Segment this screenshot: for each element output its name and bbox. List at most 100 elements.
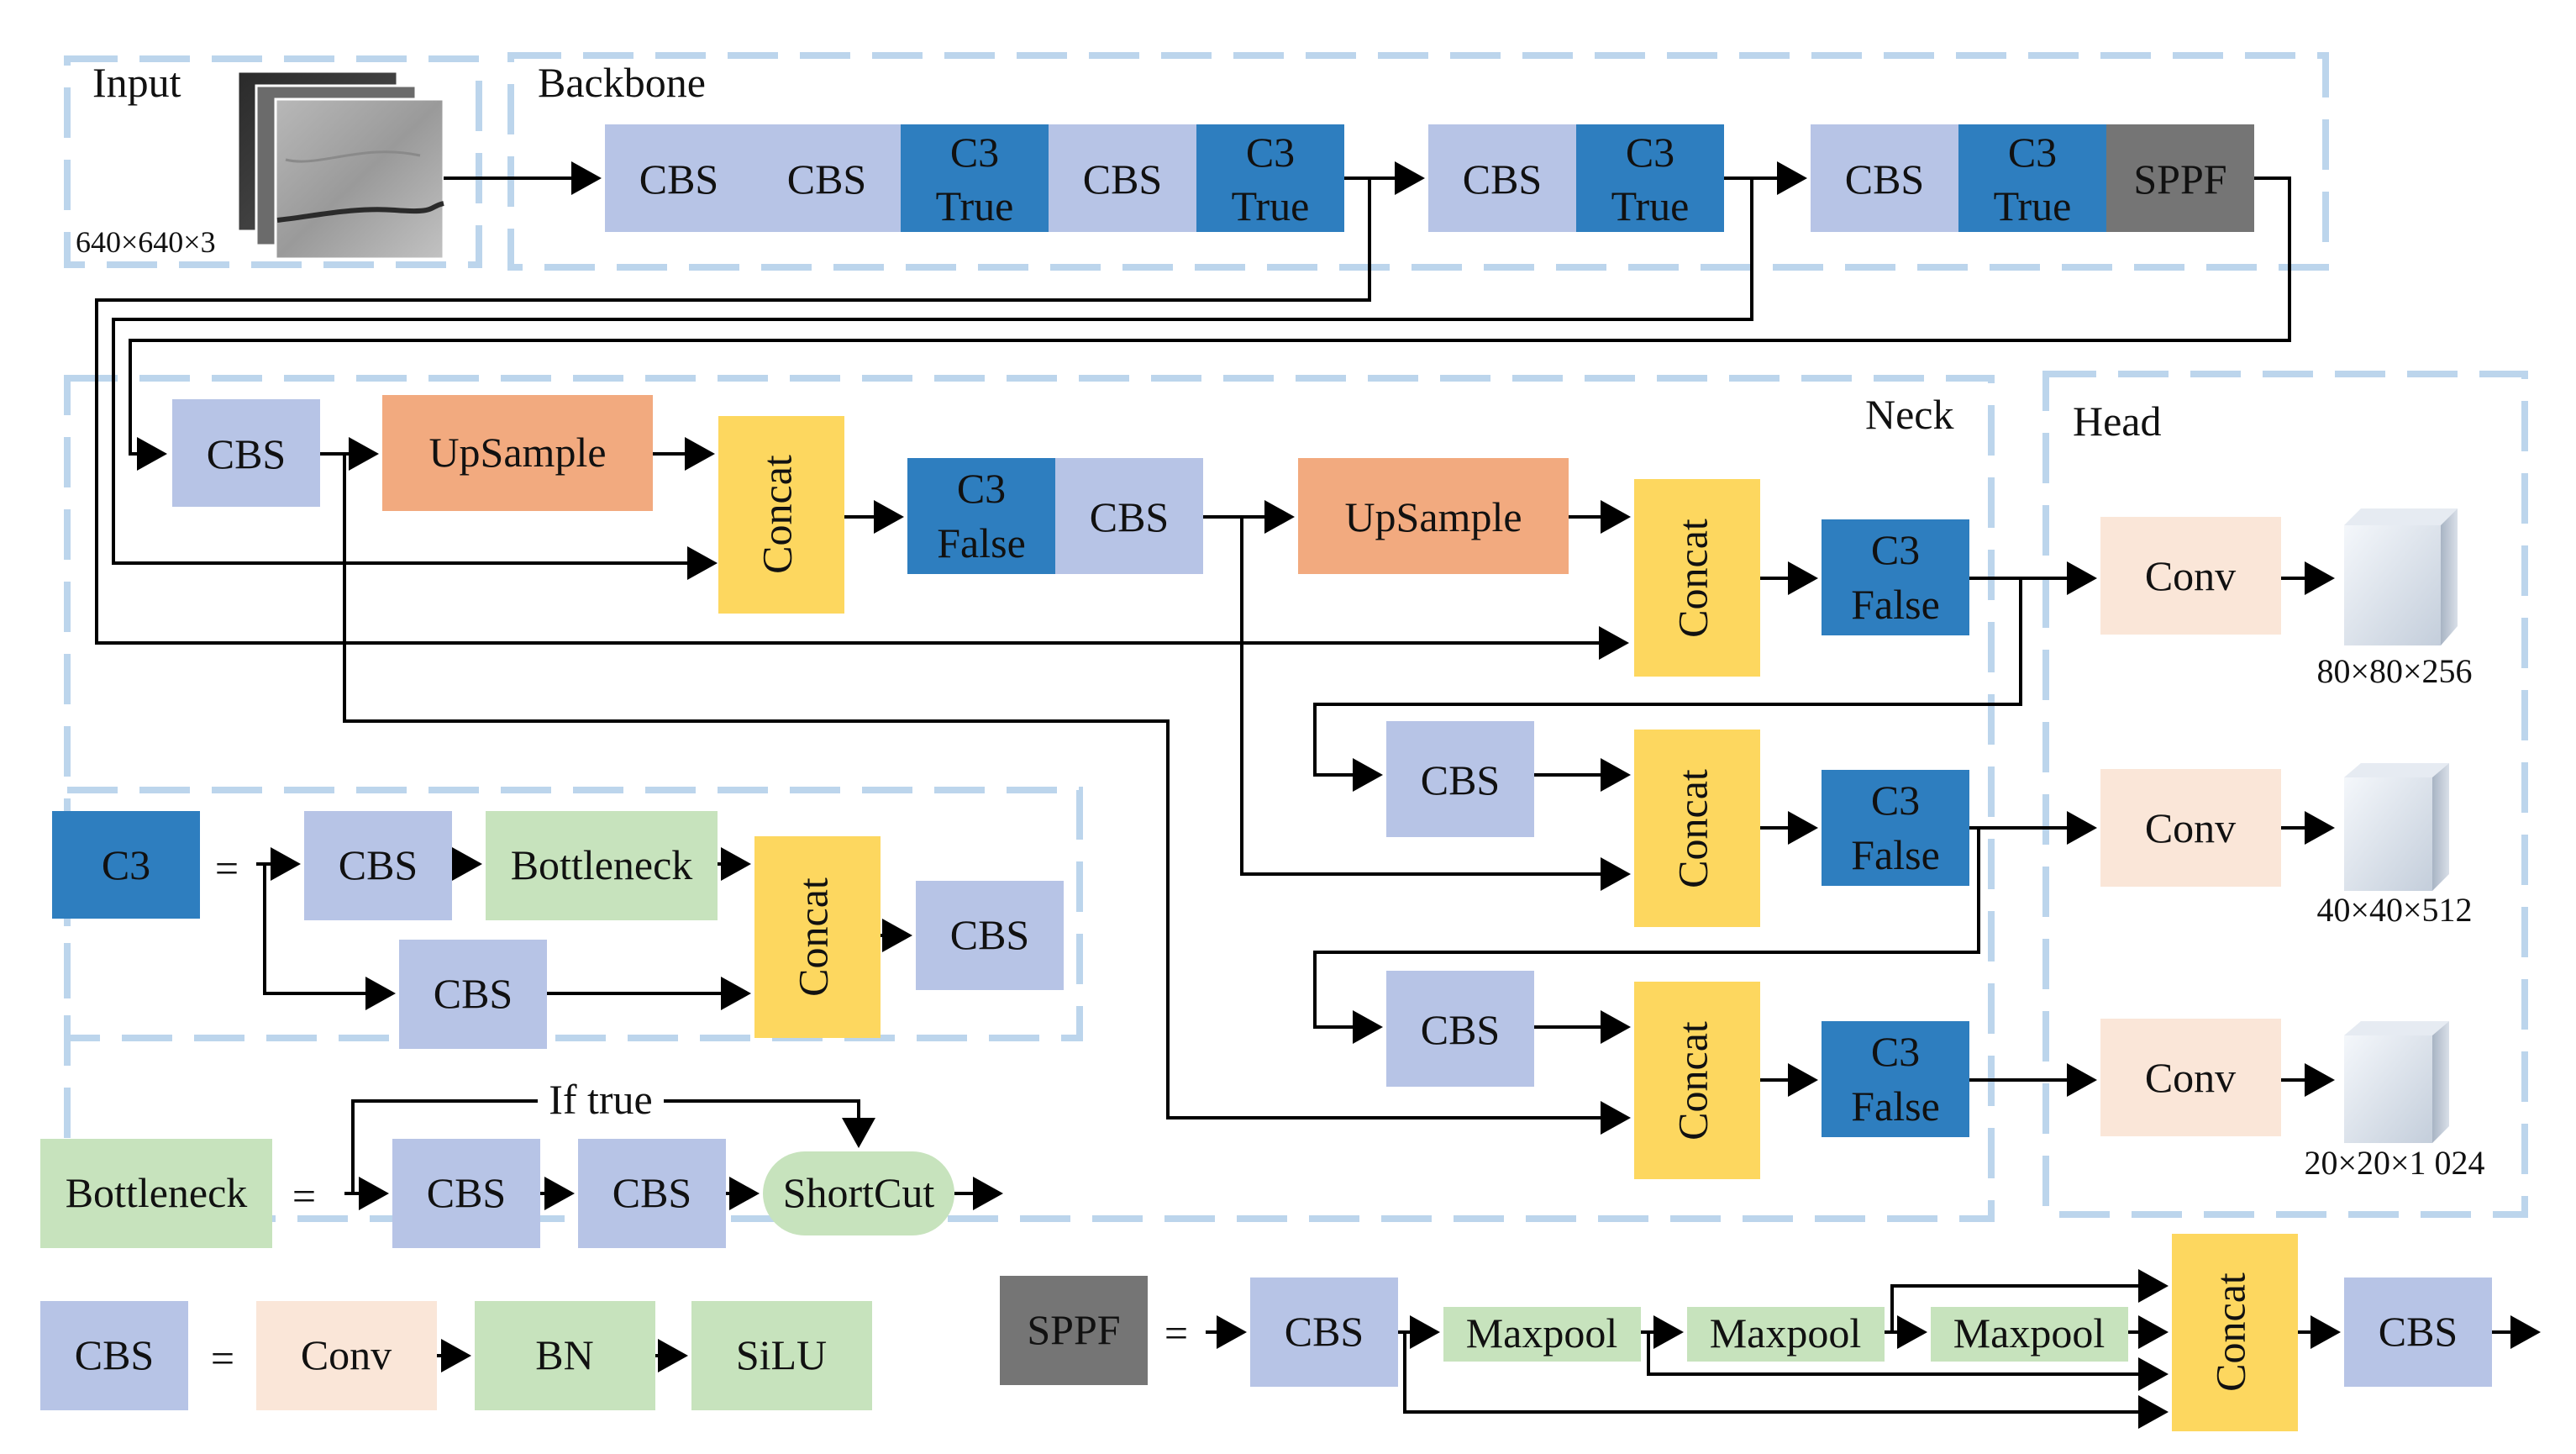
backbone-c3-true-3: C3 True	[1576, 124, 1724, 232]
feature-map-cube-icon	[2344, 763, 2449, 891]
legend-c3-split-line	[256, 862, 396, 1010]
neck-concat-4: Concat	[1634, 982, 1760, 1179]
svg-text:C3: C3	[2008, 129, 2057, 176]
svg-text:UpSample: UpSample	[1344, 493, 1522, 540]
backbone-cbs-2: CBS	[753, 124, 901, 232]
neck-c3-false-1: C3 False	[907, 458, 1055, 574]
backbone-sppf: SPPF	[2106, 124, 2254, 232]
svg-text:Concat: Concat	[753, 455, 800, 574]
svg-text:True: True	[1611, 182, 1690, 229]
legend-sppf-cbs-2: CBS	[2344, 1278, 2492, 1387]
svg-text:SPPF: SPPF	[2133, 155, 2226, 203]
input-size-label: 640×640×3	[76, 225, 216, 259]
svg-text:False: False	[1851, 1083, 1940, 1130]
svg-text:Concat: Concat	[789, 877, 836, 997]
neck-cbs-1: CBS	[172, 399, 320, 507]
legend-cbs-equals: =	[211, 1335, 234, 1382]
svg-text:True: True	[936, 182, 1014, 229]
neck-region-title: Neck	[1865, 391, 1954, 438]
svg-text:C3: C3	[1246, 129, 1295, 176]
neck-cbs-3: CBS	[1386, 721, 1534, 837]
svg-text:C3: C3	[102, 841, 150, 888]
svg-text:C3: C3	[1871, 1028, 1920, 1075]
svg-text:CBS: CBS	[787, 155, 867, 203]
svg-text:False: False	[1851, 831, 1940, 878]
svg-text:Conv: Conv	[2145, 1054, 2236, 1101]
svg-text:Concat: Concat	[1669, 1021, 1716, 1141]
svg-text:Conv: Conv	[2145, 552, 2236, 599]
legend-sppf-equals: =	[1164, 1309, 1188, 1357]
svg-text:C3: C3	[1871, 777, 1920, 824]
svg-text:CBS: CBS	[339, 841, 418, 888]
svg-text:UpSample: UpSample	[428, 429, 606, 476]
legend-c3-cbs-2: CBS	[399, 940, 547, 1049]
svg-text:CBS: CBS	[434, 970, 513, 1017]
legend-bottleneck-cbs-1: CBS	[392, 1139, 540, 1248]
legend-sppf-branch-mp2	[1890, 1269, 2169, 1332]
svg-text:CBS: CBS	[1421, 1006, 1501, 1053]
svg-text:C3: C3	[1871, 526, 1920, 573]
legend-sppf-concat: Concat	[2172, 1234, 2298, 1431]
legend-c3-bottleneck: Bottleneck	[486, 811, 718, 920]
svg-text:Bottleneck: Bottleneck	[511, 841, 693, 888]
svg-text:True: True	[1232, 182, 1310, 229]
svg-text:Concat: Concat	[1669, 769, 1716, 888]
head-conv-1: Conv	[2100, 517, 2281, 635]
svg-text:Concat: Concat	[2206, 1272, 2253, 1392]
svg-text:CBS: CBS	[639, 155, 719, 203]
svg-text:SiLU: SiLU	[736, 1331, 827, 1378]
head-region-title: Head	[2073, 398, 2162, 445]
route-stage2-to-concat1	[112, 176, 1753, 580]
svg-text:C3: C3	[957, 465, 1006, 512]
neck-region-border	[64, 375, 1995, 1222]
input-region-border	[64, 55, 482, 268]
backbone-region-border	[507, 52, 2329, 271]
legend-if-true-label-bg	[538, 1080, 664, 1122]
neck-c3-false-2: C3 False	[1822, 519, 1969, 635]
neck-concat-1: Concat	[718, 416, 844, 614]
legend-sppf-maxpool-1: Maxpool	[1443, 1307, 1641, 1362]
svg-text:ShortCut: ShortCut	[783, 1169, 935, 1216]
legend-sppf-maxpool-3: Maxpool	[1931, 1307, 2128, 1362]
legend-c3-cbs-1: CBS	[304, 811, 452, 920]
svg-text:Maxpool: Maxpool	[1953, 1309, 2105, 1357]
legend-sppf-branch-mp1	[1647, 1332, 2169, 1391]
neck-c3-false-4: C3 False	[1822, 1021, 1969, 1137]
head-conv-3: Conv	[2100, 1019, 2281, 1136]
svg-text:CBS: CBS	[1845, 155, 1925, 203]
svg-text:CBS: CBS	[1090, 493, 1170, 540]
neck-upsample-1: UpSample	[382, 395, 653, 511]
legend-bottleneck-cbs-2: CBS	[578, 1139, 726, 1248]
legend-sppf-branch-cbs	[1403, 1332, 2169, 1429]
input-image-stack-icon	[236, 70, 445, 261]
svg-text:CBS: CBS	[1463, 155, 1543, 203]
svg-text:CBS: CBS	[1083, 155, 1163, 203]
svg-text:Bottleneck: Bottleneck	[66, 1169, 248, 1216]
output-size-3: 20×20×1 024	[2304, 1144, 2484, 1182]
backbone-cbs-4: CBS	[1428, 124, 1576, 232]
svg-text:Conv: Conv	[301, 1331, 392, 1378]
neck-c3-false-3: C3 False	[1822, 770, 1969, 886]
legend-sppf-cbs-1: CBS	[1250, 1278, 1398, 1387]
svg-text:CBS: CBS	[1285, 1308, 1364, 1355]
svg-text:False: False	[1851, 581, 1940, 628]
backbone-c3-true-1: C3 True	[901, 124, 1049, 232]
legend-shortcut: ShortCut	[763, 1151, 954, 1235]
svg-text:False: False	[937, 519, 1026, 566]
backbone-cbs-5: CBS	[1811, 124, 1958, 232]
svg-text:CBS: CBS	[1421, 756, 1501, 803]
backbone-cbs-1: CBS	[605, 124, 753, 232]
backbone-c3-true-2: C3 True	[1196, 124, 1344, 232]
head-conv-2: Conv	[2100, 769, 2281, 887]
backbone-c3-true-4: C3 True	[1958, 124, 2106, 232]
neck-cbs-4: CBS	[1386, 971, 1534, 1087]
svg-text:CBS: CBS	[2379, 1308, 2458, 1355]
backbone-region-title: Backbone	[538, 59, 706, 106]
neck-concat-2: Concat	[1634, 479, 1760, 677]
backbone-cbs-3: CBS	[1049, 124, 1196, 232]
legend-sppf-block: SPPF	[1000, 1276, 1148, 1385]
output-size-2: 40×40×512	[2316, 891, 2472, 929]
route-sppf-to-neck-cbs	[129, 176, 2291, 471]
svg-text:SPPF: SPPF	[1027, 1306, 1120, 1353]
